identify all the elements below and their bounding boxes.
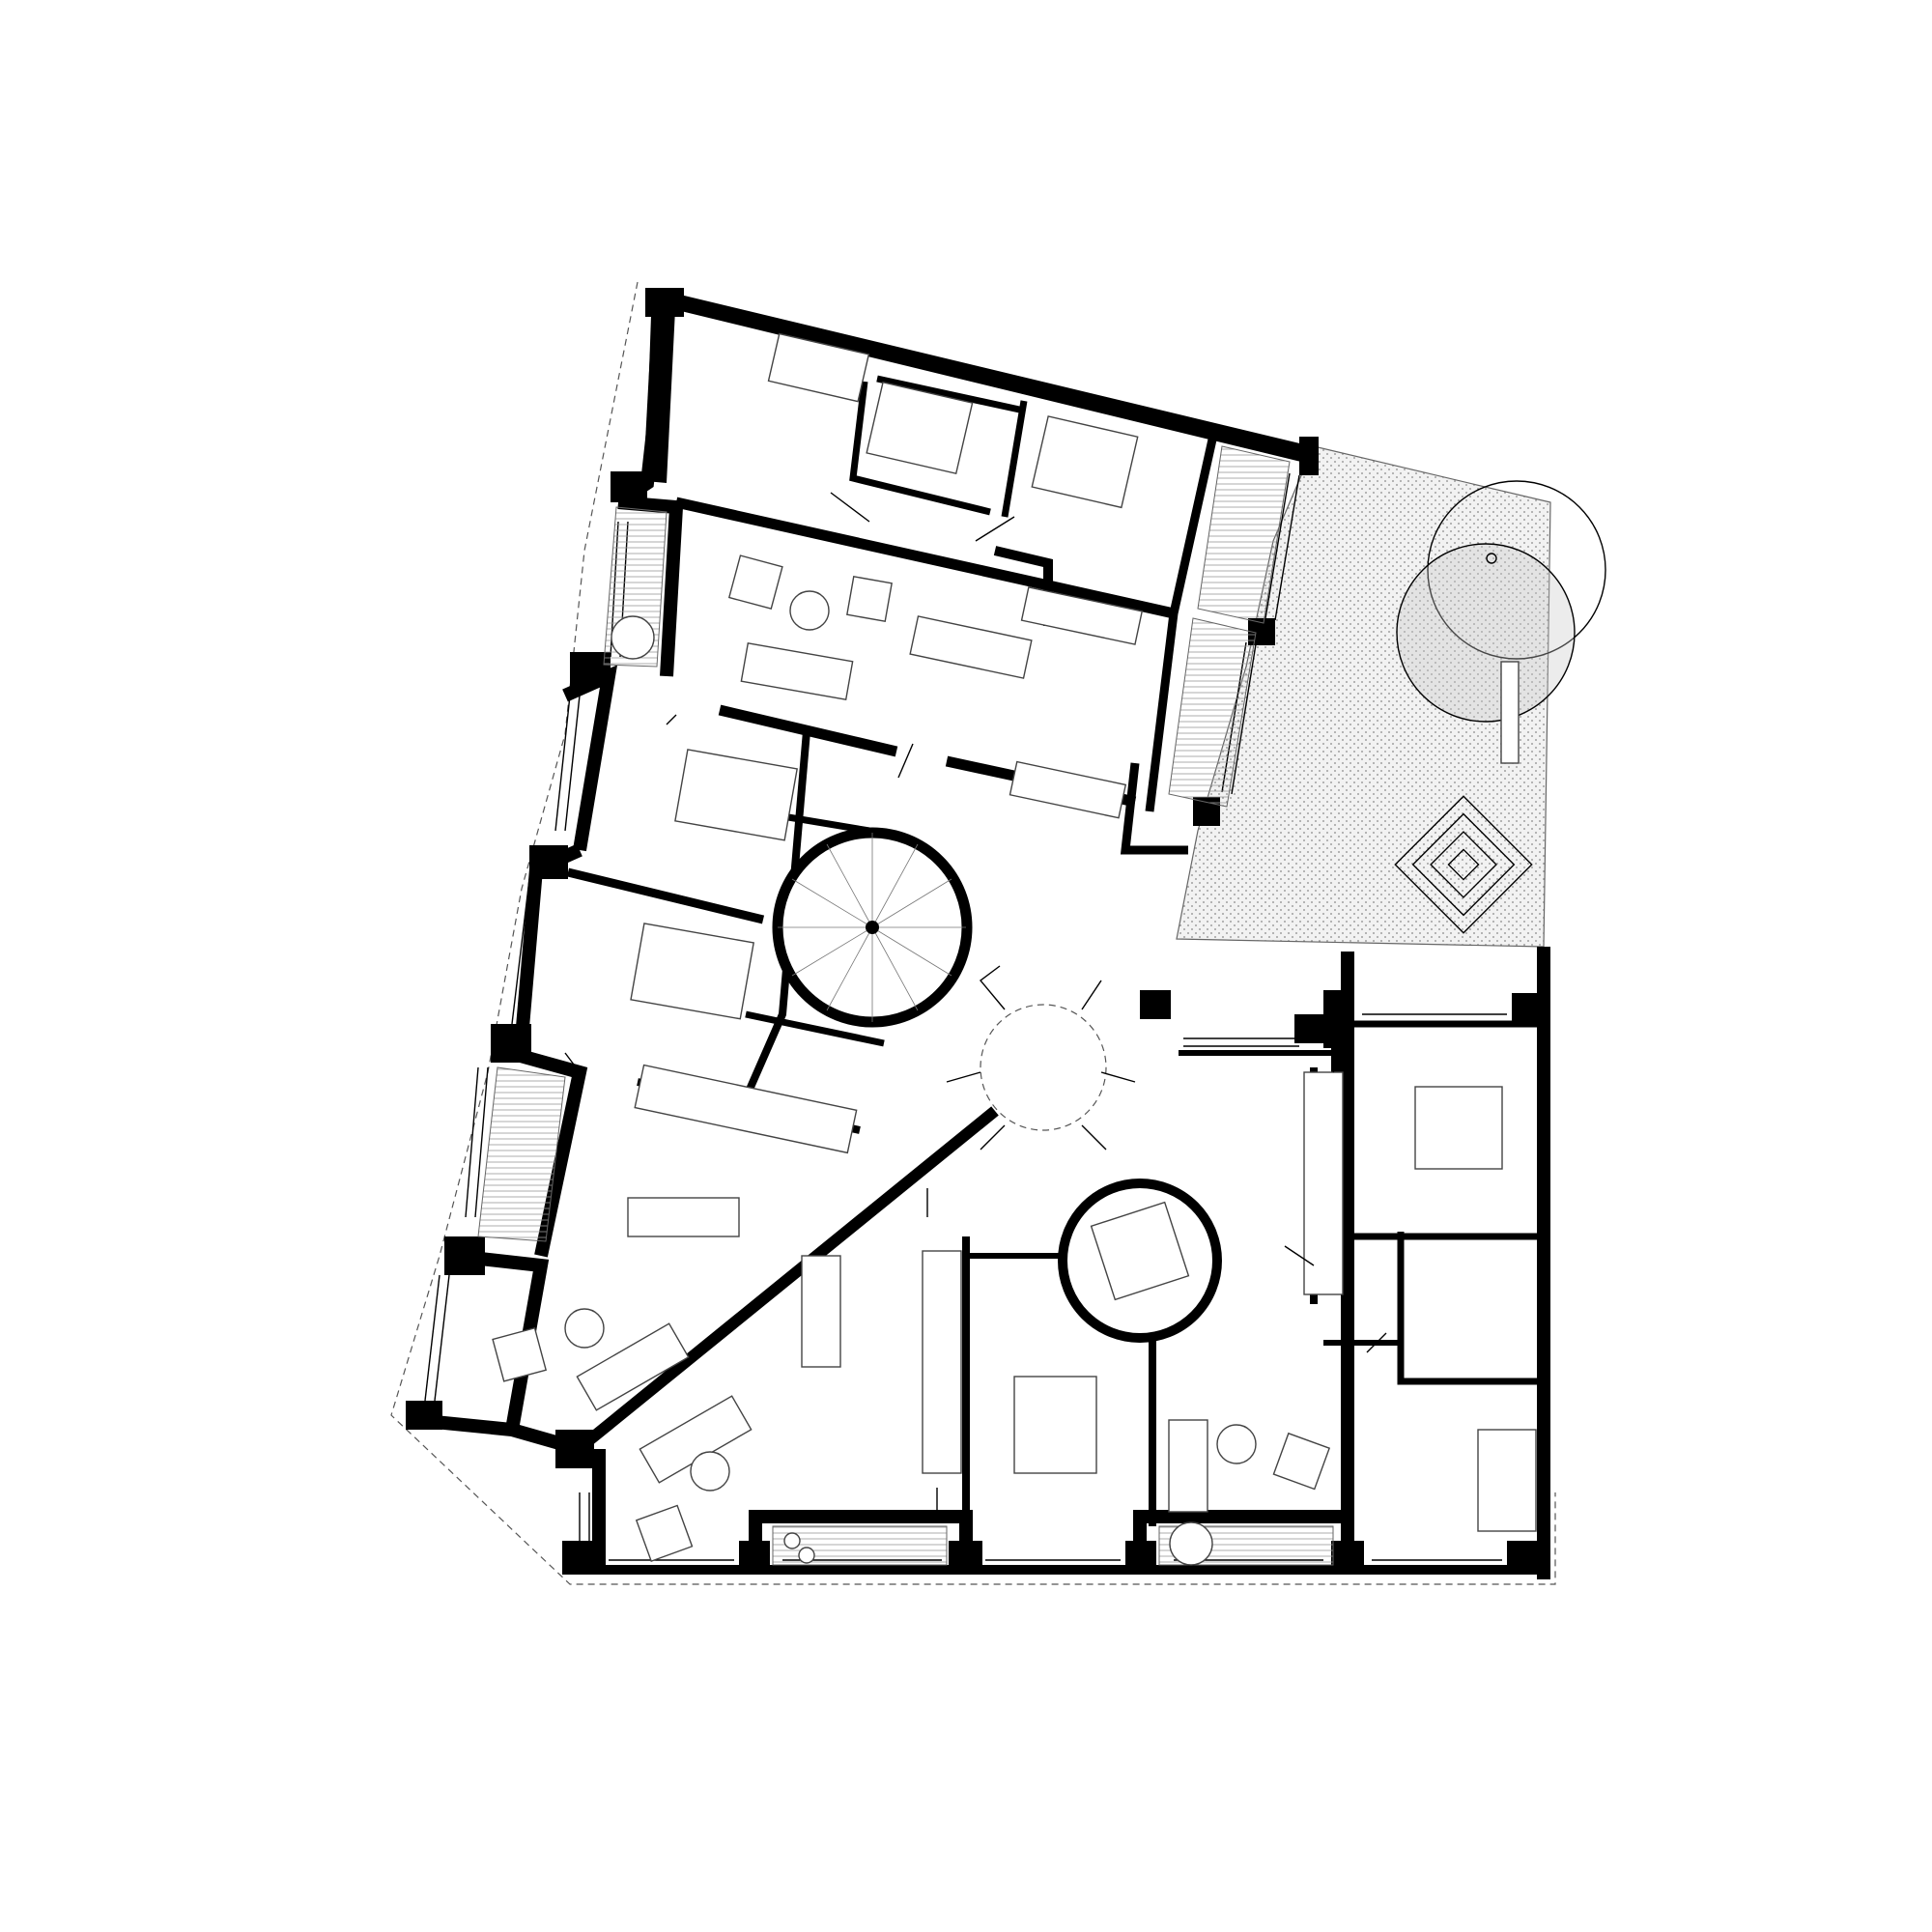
sofa-icon	[740, 641, 854, 701]
tree-icon	[1396, 543, 1576, 723]
dining-table-icon	[627, 1197, 740, 1237]
sofa-icon	[1303, 1071, 1344, 1295]
armchair-icon	[1272, 1432, 1331, 1491]
pod-room	[1058, 1179, 1222, 1343]
bed-icon	[1414, 1086, 1503, 1170]
dining-table-icon	[801, 1255, 841, 1368]
planter-icon	[1500, 661, 1520, 764]
door-swing-icon	[564, 492, 1387, 1512]
spiral-stair-icon	[772, 827, 973, 1028]
armchair-icon	[727, 554, 783, 611]
site-outline	[390, 281, 1556, 1585]
bed-icon	[1013, 1376, 1097, 1474]
armchair-icon	[846, 576, 893, 622]
sofa-icon	[1168, 1419, 1208, 1513]
furniture	[492, 332, 1537, 1566]
bed-icon	[630, 923, 754, 1020]
bed-icon	[866, 381, 974, 475]
bed-icon	[1031, 415, 1139, 509]
bed-icon	[767, 332, 870, 403]
circular-hall	[946, 965, 1136, 1151]
tree-icon	[1427, 480, 1606, 660]
armchair-icon	[635, 1504, 694, 1563]
bed-icon	[674, 749, 798, 841]
bed-icon	[1477, 1429, 1537, 1532]
dining-table-icon	[909, 615, 1033, 679]
sofa-icon	[576, 1322, 690, 1411]
sofa-icon	[922, 1250, 962, 1474]
armchair-icon	[492, 1326, 548, 1382]
rug-icon	[1394, 795, 1533, 934]
